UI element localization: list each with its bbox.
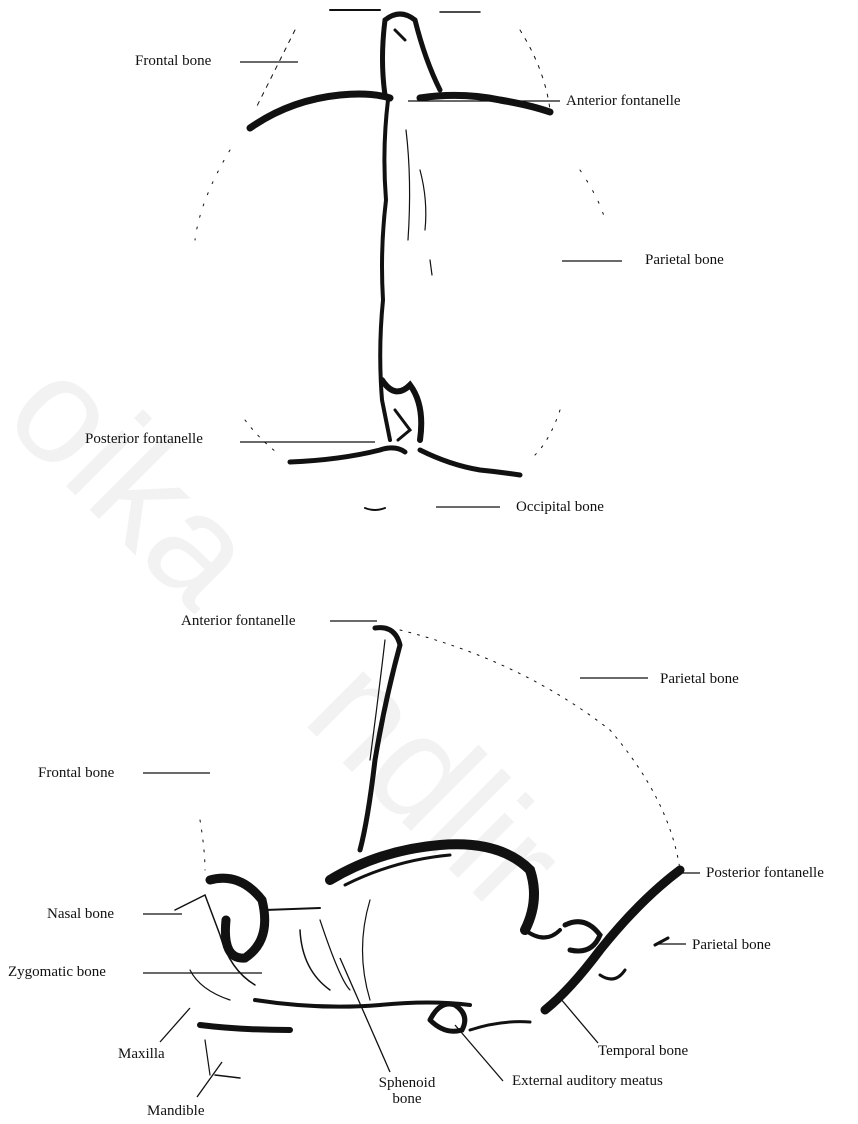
label-anterior-fontanelle-side: Anterior fontanelle: [181, 613, 296, 629]
label-temporal-bone: Temporal bone: [598, 1043, 688, 1059]
label-frontal-bone-side: Frontal bone: [38, 765, 114, 781]
label-sphenoid-bone: Sphenoid bone: [368, 1075, 446, 1107]
label-anterior-fontanelle-top: Anterior fontanelle: [566, 93, 681, 109]
label-parietal-bone-side-upper: Parietal bone: [660, 671, 739, 687]
label-maxilla: Maxilla: [118, 1046, 165, 1062]
label-posterior-fontanelle-side: Posterior fontanelle: [706, 865, 824, 881]
label-zygomatic-bone: Zygomatic bone: [8, 964, 106, 980]
label-external-auditory-meatus: External auditory meatus: [512, 1073, 663, 1089]
label-frontal-bone-top: Frontal bone: [135, 53, 211, 69]
label-sphenoid-line1: Sphenoid: [368, 1075, 446, 1091]
label-parietal-bone-top: Parietal bone: [645, 252, 724, 268]
label-parietal-bone-side-lower: Parietal bone: [692, 937, 771, 953]
label-nasal-bone: Nasal bone: [47, 906, 114, 922]
label-mandible: Mandible: [147, 1103, 205, 1119]
label-occipital-bone-top: Occipital bone: [516, 499, 604, 515]
label-sphenoid-line2: bone: [368, 1091, 446, 1107]
label-posterior-fontanelle-top: Posterior fontanelle: [85, 431, 203, 447]
